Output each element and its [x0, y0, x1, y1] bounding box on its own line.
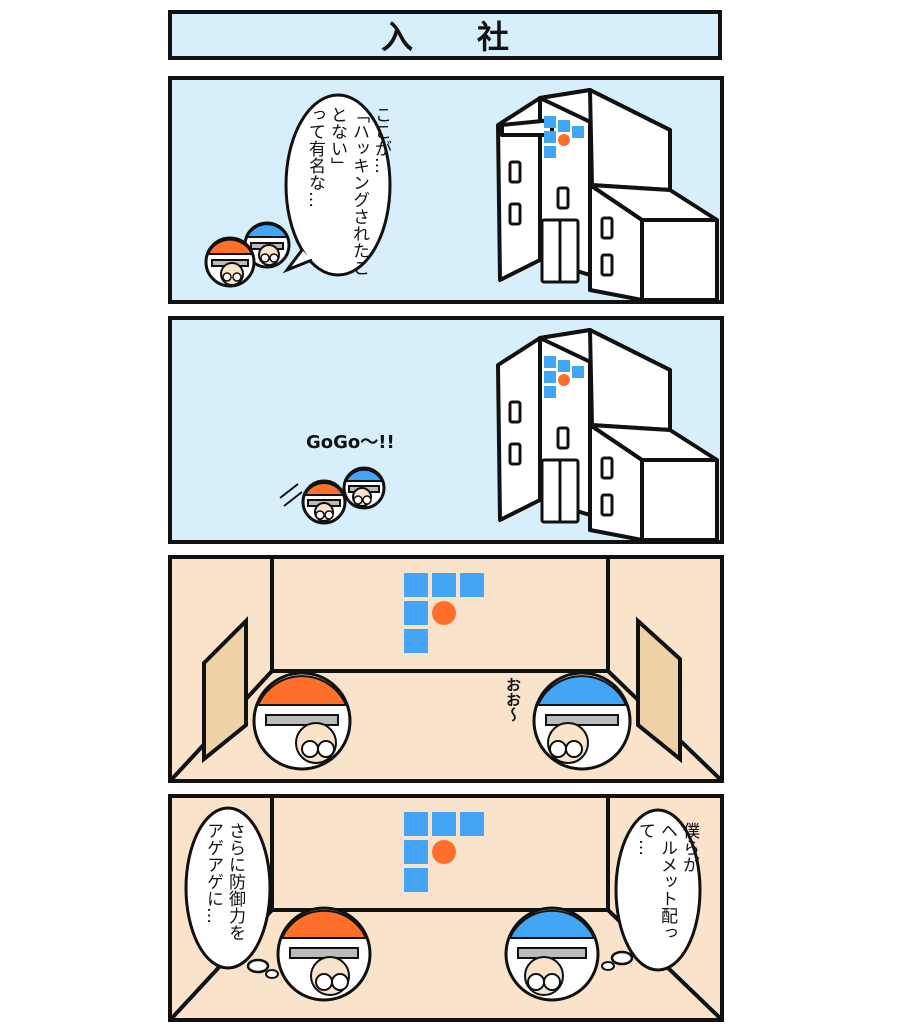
speech-bubble-1 [282, 93, 392, 277]
sfx-gogo: GoGo〜!! [306, 432, 395, 453]
right-door [636, 616, 682, 764]
sfx-oo: おお〜 [504, 677, 522, 722]
panel-1: ここが… 「ハッキングされたことない」 って有名な… [168, 76, 724, 304]
thought-right-line-2: ヘルメット配って… [635, 822, 677, 941]
panel-3-art [172, 559, 720, 779]
character-blue [342, 466, 386, 510]
character-orange [301, 479, 347, 525]
comic-title-box: 入 社 [168, 10, 722, 60]
building-windows [508, 160, 614, 284]
character-orange [204, 236, 256, 288]
character-orange [252, 671, 352, 771]
thought-bubble-left [184, 806, 279, 979]
building-windows [508, 400, 614, 524]
thought-right-line-1: 僕らが [679, 822, 699, 873]
wall-logo [404, 812, 484, 892]
building-logo [544, 116, 584, 158]
thought-text-left: さらに防御力を アゲアゲに… [202, 822, 246, 962]
speech-line-3: って有名な… [305, 106, 325, 208]
panel-3: おお〜 [168, 555, 724, 783]
panel-4-art [172, 798, 720, 1018]
motion-lines [279, 483, 303, 507]
thought-text-right: 僕らが ヘルメット配って… [634, 822, 700, 972]
panel-2-art [279, 328, 719, 540]
character-blue [532, 671, 632, 771]
thought-left-line-1: さらに防御力を [225, 822, 245, 941]
panel-1-art [204, 88, 719, 300]
office-building [496, 88, 719, 300]
thought-left-line-2: アゲアゲに… [203, 822, 223, 924]
speech-line-2: 「ハッキングされたことない」 [327, 106, 369, 276]
panel-2: GoGo〜!! [168, 316, 724, 544]
left-door [202, 616, 248, 764]
building-logo [544, 356, 584, 398]
speech-text-1: ここが… 「ハッキングされたことない」 って有名な… [304, 106, 392, 276]
panel-4: さらに防御力を アゲアゲに… 僕らが ヘルメット配って… [168, 794, 724, 1022]
comic-title: 入 社 [380, 18, 525, 56]
thought-bubble-right [601, 808, 702, 972]
wall-logo [404, 573, 484, 653]
character-blue [243, 221, 291, 269]
character-orange [276, 906, 372, 1002]
speech-line-1: ここが… [371, 106, 391, 174]
character-blue [504, 906, 600, 1002]
